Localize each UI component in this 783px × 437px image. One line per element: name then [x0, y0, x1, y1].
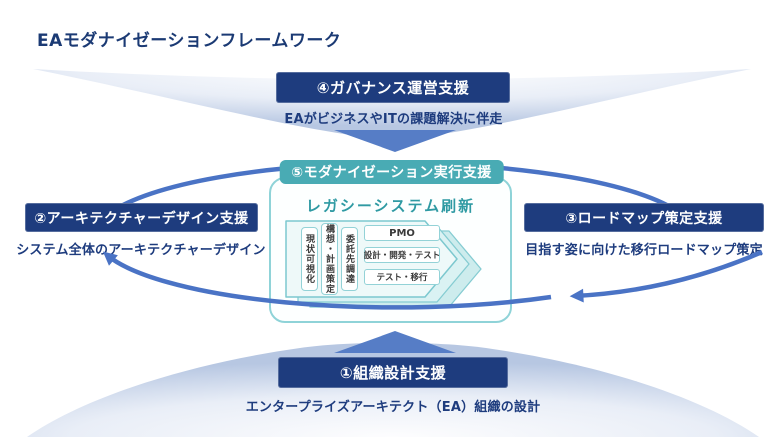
step-pmo: PMO: [364, 225, 440, 241]
step-design-dev-test: 設計・開発・テスト: [364, 247, 440, 263]
legacy-renewal-heading: レガシーシステム刷新: [305, 197, 476, 215]
step-current-state-visualization: 現状可視化: [301, 227, 318, 291]
step-test-migration: テスト・移行: [364, 269, 440, 285]
governance-support-subtitle: EAがビジネスやITの課題解決に伴走: [284, 112, 503, 127]
modernization-panel: レガシーシステム刷新 現状可視化 構想・計画策定 委託先調達 PMO 設計・開発…: [269, 177, 512, 323]
architecture-design-subtitle: システム全体のアーキテクチャーデザイン: [16, 243, 266, 258]
architecture-design-box: ②アーキテクチャーデザイン支援: [25, 203, 258, 232]
modernization-execution-badge: ⑤モダナイゼーション実行支援: [279, 160, 504, 184]
step-vendor-procurement: 委託先調達: [341, 227, 358, 291]
governance-support-box: ④ガバナンス運営支援: [276, 72, 510, 103]
bottom-organization-dome: [27, 342, 759, 437]
bottom-up-arrowhead: [334, 331, 456, 353]
roadmap-support-subtitle: 目指す姿に向けた移行ロードマップ策定: [525, 243, 763, 258]
organization-design-subtitle: エンタープライズアーキテクト（EA）組織の設計: [245, 400, 541, 415]
organization-design-box: ①組織設計支援: [278, 357, 508, 388]
top-governance-dome: [33, 69, 751, 140]
top-down-arrowhead: [334, 130, 456, 152]
step-concept-planning: 構想・計画策定: [321, 223, 338, 295]
page-title: EAモダナイゼーションフレームワーク: [37, 31, 342, 51]
roadmap-support-box: ③ロードマップ策定支援: [524, 203, 764, 232]
